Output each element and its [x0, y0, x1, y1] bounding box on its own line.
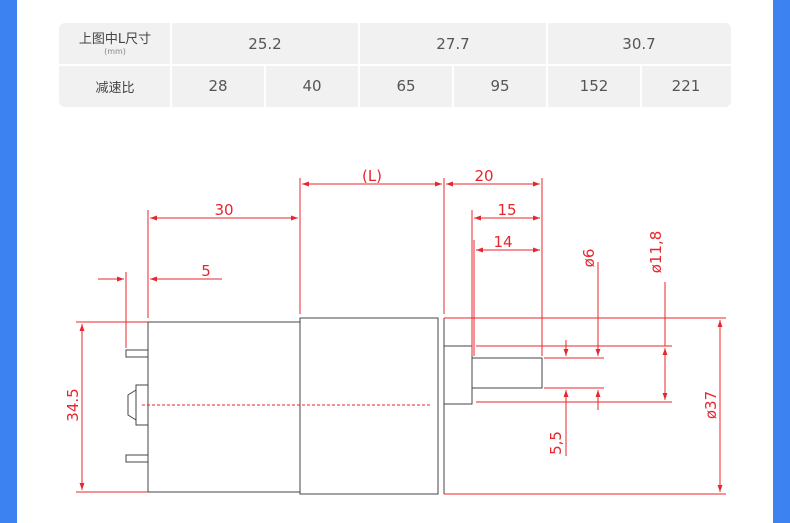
rear-bearing-boss: [127, 384, 148, 426]
ratio-cell: 95: [490, 77, 510, 95]
column-divider: [358, 23, 360, 107]
ratio-cell: 40: [302, 77, 322, 95]
output-shaft: [471, 357, 543, 389]
label-phi6: ø6: [580, 249, 598, 268]
dimension-lines: [76, 178, 726, 495]
header-cell-l-size: 上图中L尺寸 (mm): [59, 23, 171, 65]
label-5-5: 5,5: [547, 431, 565, 455]
terminal-bottom: [125, 454, 149, 463]
column-divider: [264, 65, 266, 107]
column-divider: [546, 23, 548, 107]
gearbox-body: [299, 317, 439, 495]
shaft-bushing: [443, 345, 473, 405]
spec-table: 上图中L尺寸 (mm) 25.2 27.7 30.7 减速比 28 40 65 …: [59, 23, 731, 107]
ratio-cell: 65: [396, 77, 416, 95]
label-L: (L): [362, 167, 382, 185]
l-value-cell: 30.7: [622, 35, 656, 53]
motor-outline: [125, 317, 543, 495]
column-divider: [452, 65, 454, 107]
column-divider: [640, 65, 642, 107]
header-unit: (mm): [104, 47, 126, 56]
ratio-cell: 28: [208, 77, 228, 95]
motor-end-cap: [147, 321, 301, 493]
ratio-cell: 221: [671, 77, 701, 95]
table-row-ratio: 减速比 28 40 65 95 152 221: [59, 65, 731, 107]
content-panel: 上图中L尺寸 (mm) 25.2 27.7 30.7 减速比 28 40 65 …: [17, 0, 773, 523]
label-15: 15: [497, 201, 516, 219]
motor-dimension-drawing: (L) 20 15 14 30 5 ø6 ø11,8 34.5 5,5 ø37: [64, 167, 726, 495]
label-5: 5: [201, 262, 211, 280]
label-phi11-8: ø11,8: [647, 231, 665, 274]
label-34-5: 34.5: [64, 388, 82, 421]
column-divider: [170, 23, 172, 107]
ratio-label: 减速比: [95, 80, 135, 96]
row-divider: [59, 64, 731, 66]
dimension-labels: (L) 20 15 14 30 5 ø6 ø11,8 34.5 5,5 ø37: [64, 167, 720, 455]
table-row-l-size: 上图中L尺寸 (mm) 25.2 27.7 30.7: [59, 23, 731, 65]
header-label: 上图中L尺寸: [78, 32, 152, 47]
l-value-cell: 27.7: [436, 35, 470, 53]
l-value-cell: 25.2: [248, 35, 282, 53]
label-phi37: ø37: [702, 391, 720, 419]
label-20: 20: [474, 167, 493, 185]
label-14: 14: [493, 233, 512, 251]
ratio-cell: 152: [579, 77, 609, 95]
label-30: 30: [214, 201, 233, 219]
terminal-top: [125, 349, 149, 358]
